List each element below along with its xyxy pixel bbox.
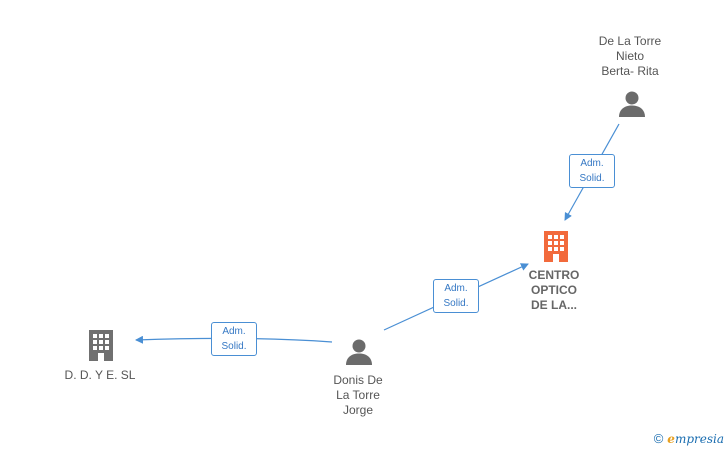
node-centro-line-2: OPTICO (530, 283, 577, 297)
node-rita-line-1: De La Torre (598, 34, 662, 48)
person-icon[interactable] (617, 89, 647, 119)
brand-logo: empresia (667, 432, 724, 446)
edge-label-line-1: Adm. (580, 158, 604, 169)
node-centro-line-1: CENTRO (528, 268, 580, 282)
node-dye-line-1: D. D. Y E. SL (64, 368, 136, 382)
node-centro-label[interactable]: CENTRO OPTICO DE LA... (506, 268, 602, 313)
node-dye-label[interactable]: D. D. Y E. SL (48, 368, 152, 383)
brand-rest: mpresia (674, 431, 724, 446)
node-jorge-line-3: Jorge (342, 403, 374, 417)
node-jorge-line-1: Donis De (333, 373, 383, 387)
building-icon[interactable] (86, 328, 116, 362)
edge-label-line-2: Solid. (221, 341, 247, 352)
building-icon[interactable] (541, 229, 571, 263)
edge-label-jorge-centro[interactable]: Adm. Solid. (433, 279, 479, 313)
edge-label-line-2: Solid. (579, 173, 605, 184)
edge-label-line-1: Adm. (444, 283, 468, 294)
brand-first-letter: e (667, 431, 675, 446)
node-rita-line-3: Berta- Rita (601, 64, 659, 78)
edge-label-line-1: Adm. (222, 326, 246, 337)
person-icon[interactable] (344, 337, 374, 367)
empresia-watermark[interactable]: © empresia (654, 431, 724, 446)
node-jorge-label[interactable]: Donis De La Torre Jorge (308, 373, 408, 418)
edge-label-rita-centro[interactable]: Adm. Solid. (569, 154, 615, 188)
copyright-icon: © (653, 431, 664, 446)
edge-label-jorge-dye[interactable]: Adm. Solid. (211, 322, 257, 356)
node-rita-line-2: Nieto (615, 49, 644, 63)
node-jorge-line-2: La Torre (336, 388, 380, 402)
edge-label-line-2: Solid. (443, 298, 469, 309)
node-rita-label[interactable]: De La Torre Nieto Berta- Rita (580, 34, 680, 79)
node-centro-line-3: DE LA... (530, 298, 577, 312)
